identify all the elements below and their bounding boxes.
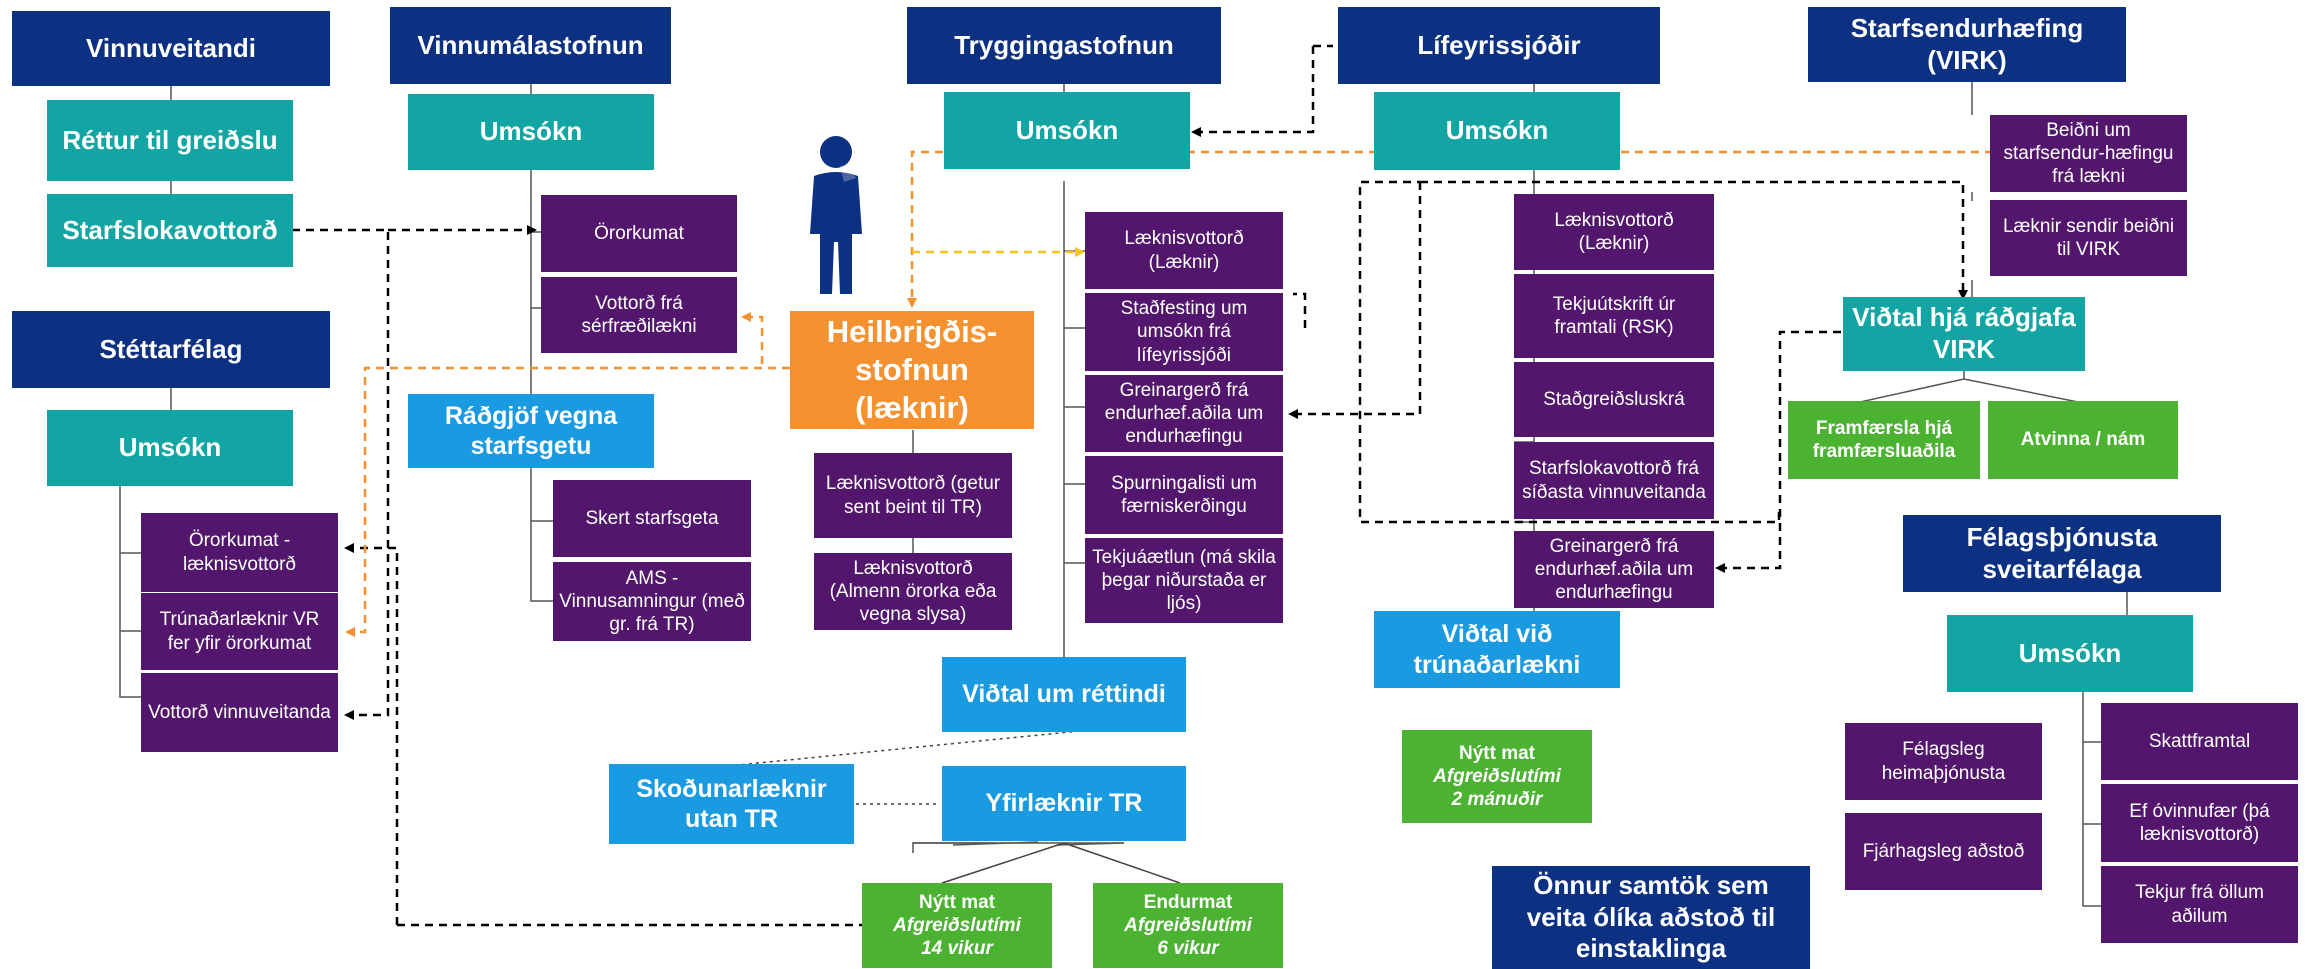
tryggingastofnun-application: Umsókn <box>944 92 1190 169</box>
tr-outcome-lines <box>941 842 1181 884</box>
stettarfelag-doc-2: Vottorð vinnuveitanda <box>141 673 338 752</box>
health-institution-box: Heilbrigðis-stofnun (læknir) <box>790 311 1034 429</box>
felagsthjonusta-right-0: Skattframtal <box>2101 703 2298 780</box>
tryggingastofnun-header: Tryggingastofnun <box>907 7 1221 84</box>
person-thinking-icon <box>810 136 862 294</box>
felagsthjonusta-header: Félagsþjónusta sveitarfélaga <box>1903 515 2221 592</box>
vinnumalastofnun-doc-1: Vottorð frá sérfræðilækni <box>541 277 737 353</box>
employment-end-cert-box: Starfslokavottorð <box>47 194 293 267</box>
stettarfelag-application: Umsókn <box>47 410 293 486</box>
lifeyrissjodir-doc-4: Greinargerð frá endurhæf.aðila um endurh… <box>1514 531 1714 608</box>
stettarfelag-header: Stéttarfélag <box>12 311 330 388</box>
tr-reassessment-box: Endurmat Afgreiðslutími 6 vikur <box>1093 883 1283 968</box>
stettarfelag-doc-0: Örorkumat - læknisvottorð <box>141 513 338 592</box>
external-doctor-box: Skoðunarlæknir utan TR <box>609 764 854 844</box>
virk-header: Starfsendurhæfing (VIRK) <box>1808 7 2126 82</box>
lifeyrissjodir-header: Lífeyrissjóðir <box>1338 7 1660 84</box>
vinnumalastofnun-doc-0: Örorkumat <box>541 195 737 272</box>
virk-outcome-1: Atvinna / nám <box>1988 401 2178 479</box>
virk-interview-box: Viðtal hjá ráðgjafa VIRK <box>1843 297 2085 371</box>
other-organisations-box: Önnur samtök sem veita ólíka aðstoð til … <box>1492 866 1810 969</box>
stettarfelag-doc-1: Trúnaðarlæknir VR fer yfir örorkumat <box>141 593 338 670</box>
vinnuveitandi-header: Vinnuveitandi <box>12 11 330 86</box>
vinnumalastofnun-advice-0: Skert starfsgeta <box>553 480 751 557</box>
tr-doc-4: Tekjuáætlun (má skila þegar niðurstaða e… <box>1085 538 1283 623</box>
lifeyrissjodir-doc-2: Staðgreiðsluskrá <box>1514 362 1714 437</box>
felagsthjonusta-left-1: Fjárhagsleg aðstoð <box>1845 813 2042 890</box>
work-capacity-advice-box: Ráðgjöf vegna starfsgetu <box>408 394 654 468</box>
chief-doctor-box: Yfirlæknir TR <box>942 766 1186 841</box>
virk-item-0: Beiðni um starfsendur-hæfingu frá lækni <box>1990 115 2187 192</box>
tr-new-assessment-box: Nýtt mat Afgreiðslutími 14 vikur <box>862 883 1052 968</box>
lifeyrissjodir-new-assessment-box: Nýtt mat Afgreiðslutími 2 mánuðir <box>1402 730 1592 823</box>
rights-interview-box: Viðtal um réttindi <box>942 657 1186 732</box>
health-doc-0: Læknisvottorð (getur sent beint til TR) <box>814 453 1012 538</box>
trusted-doctor-interview-box: Viðtal við trúnaðarlækni <box>1374 611 1620 688</box>
lifeyrissjodir-doc-0: Læknisvottorð (Læknir) <box>1514 194 1714 270</box>
tr-doc-3: Spurningalisti um færniskerðingu <box>1085 456 1283 534</box>
tr-doc-2: Greinargerð frá endurhæf.aðila um endurh… <box>1085 375 1283 452</box>
right-to-payment-box: Réttur til greiðslu <box>47 100 293 181</box>
felagsthjonusta-left-0: Félagsleg heimaþjónusta <box>1845 723 2042 800</box>
health-doc-1: Læknisvottorð (Almenn örorka eða vegna s… <box>814 553 1012 630</box>
felagsthjonusta-right-2: Tekjur frá öllum aðilum <box>2101 866 2298 943</box>
vinnumalastofnun-header: Vinnumálastofnun <box>390 7 671 84</box>
felagsthjonusta-right-1: Ef óvinnufær (þá læknisvottorð) <box>2101 784 2298 862</box>
virk-item-1: Læknir sendir beiðni til VIRK <box>1990 200 2187 276</box>
lifeyrissjodir-doc-3: Starfslokavottorð frá síðasta vinnuveita… <box>1514 442 1714 519</box>
vinnumalastofnun-application: Umsókn <box>408 94 654 170</box>
tr-doc-1: Staðfesting um umsókn frá lífeyrissjóði <box>1085 293 1283 371</box>
virk-outcome-0: Framfærsla hjá framfærsluaðila <box>1788 401 1980 479</box>
vinnumalastofnun-advice-1: AMS - Vinnusamningur (með gr. frá TR) <box>553 562 751 641</box>
tr-doc-0: Læknisvottorð (Læknir) <box>1085 212 1283 289</box>
felagsthjonusta-application: Umsókn <box>1947 615 2193 692</box>
lifeyrissjodir-doc-1: Tekjuútskrift úr framtali (RSK) <box>1514 274 1714 358</box>
lifeyrissjodir-application: Umsókn <box>1374 92 1620 170</box>
